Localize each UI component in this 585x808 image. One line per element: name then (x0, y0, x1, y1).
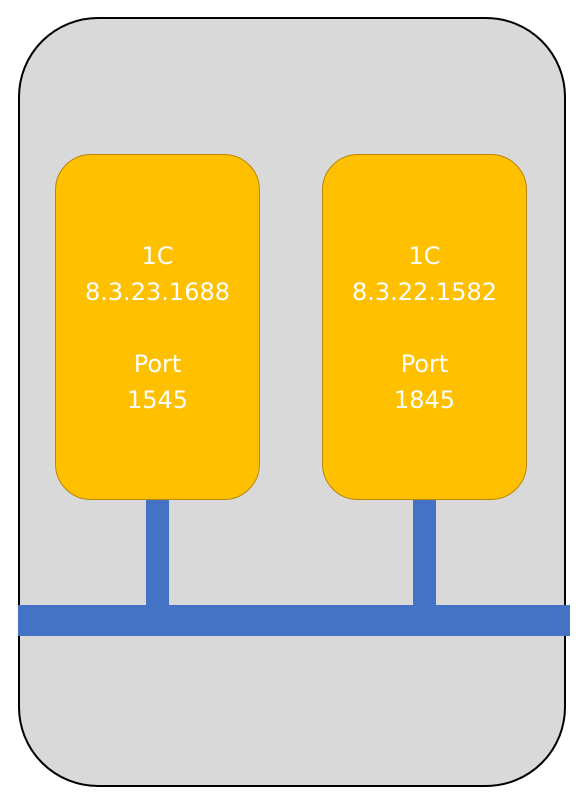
node-name: 1C (408, 242, 441, 270)
network-bus (18, 605, 570, 636)
node-version: 8.3.22.1582 (351, 278, 498, 306)
node-name: 1C (141, 242, 174, 270)
node-1c-8-3-23: 1C 8.3.23.1688 Port 1545 (55, 154, 260, 500)
node-port-value: 1545 (126, 386, 189, 414)
node-version: 8.3.23.1688 (84, 278, 231, 306)
node-1-connector-line (146, 500, 169, 610)
node-2-connector-line (413, 500, 436, 610)
node-port-value: 1845 (393, 386, 456, 414)
node-1c-8-3-22: 1C 8.3.22.1582 Port 1845 (322, 154, 527, 500)
node-port-label: Port (133, 350, 182, 378)
node-port-label: Port (400, 350, 449, 378)
